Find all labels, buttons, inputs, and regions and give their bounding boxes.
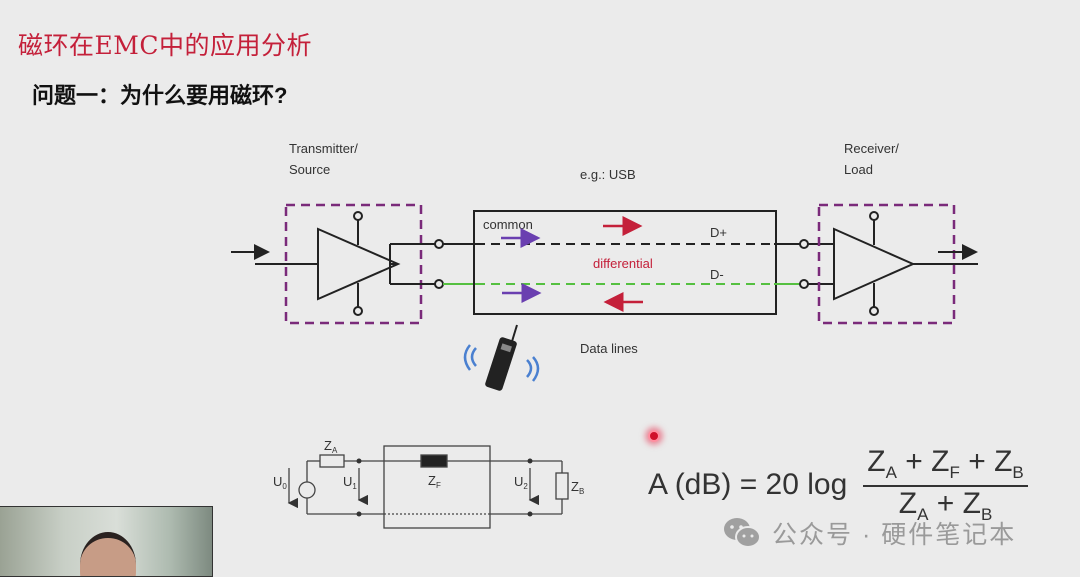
tx-terminal-dminus bbox=[434, 279, 444, 289]
transmitter-label-2: Source bbox=[289, 162, 330, 177]
u0-label: U0 bbox=[273, 474, 287, 491]
data-lines-box bbox=[473, 210, 777, 315]
receiver-label-1: Receiver/ bbox=[844, 141, 899, 156]
wechat-icon bbox=[724, 518, 761, 548]
za-resistor-icon bbox=[319, 454, 345, 468]
tx-terminal-dplus bbox=[434, 239, 444, 249]
slide-subtitle: 问题一：为什么要用磁环? bbox=[32, 83, 288, 108]
radio-waves-icon bbox=[463, 344, 540, 382]
watermark-text: 公众号 · 硬件笔记本 bbox=[772, 521, 1017, 549]
rx-terminal-dminus bbox=[799, 279, 809, 289]
slide-title: 磁环在EMC中的应用分析 bbox=[18, 31, 312, 60]
formula-numerator: ZA + ZF + ZB bbox=[863, 445, 1028, 487]
formula-denominator: ZA + ZB bbox=[898, 487, 993, 524]
zb-resistor-icon bbox=[555, 472, 569, 500]
transmitter-label-1: Transmitter/ bbox=[289, 141, 358, 156]
u1-label: U1 bbox=[343, 474, 357, 491]
rx-terminal-dplus bbox=[799, 239, 809, 249]
u2-label: U2 bbox=[514, 474, 528, 491]
laser-pointer bbox=[648, 430, 660, 442]
watermark: 公众号 · 硬件笔记本 bbox=[722, 515, 1016, 551]
voltage-source-icon bbox=[298, 481, 316, 499]
zf-ferrite-icon bbox=[420, 454, 448, 468]
bus-label: e.g.: USB bbox=[580, 167, 636, 182]
transmitter-boundary bbox=[284, 203, 423, 325]
zb-label: ZB bbox=[571, 479, 584, 496]
attenuation-formula: A (dB) = 20 log ZA + ZF + ZB ZA + ZB bbox=[648, 440, 1028, 530]
data-lines-label: Data lines bbox=[580, 341, 638, 356]
differential-label: differential bbox=[593, 256, 653, 271]
receiver-label-2: Load bbox=[844, 162, 873, 177]
zf-label: ZF bbox=[428, 473, 441, 490]
za-label: ZA bbox=[324, 438, 338, 455]
common-label: common bbox=[483, 217, 533, 232]
presenter-video bbox=[80, 532, 136, 576]
receiver-amplifier-icon bbox=[833, 227, 916, 301]
dminus-label: D- bbox=[710, 267, 724, 282]
formula-fraction: ZA + ZF + ZB ZA + ZB bbox=[863, 445, 1028, 525]
formula-lhs: A (dB) = 20 log bbox=[648, 468, 848, 501]
receiver-boundary bbox=[817, 203, 956, 325]
equivalent-circuit bbox=[287, 445, 569, 529]
transmitter-amplifier-icon bbox=[317, 227, 401, 301]
webcam-overlay[interactable] bbox=[0, 506, 213, 577]
mobile-phone-icon bbox=[485, 324, 518, 391]
dplus-label: D+ bbox=[710, 225, 727, 240]
